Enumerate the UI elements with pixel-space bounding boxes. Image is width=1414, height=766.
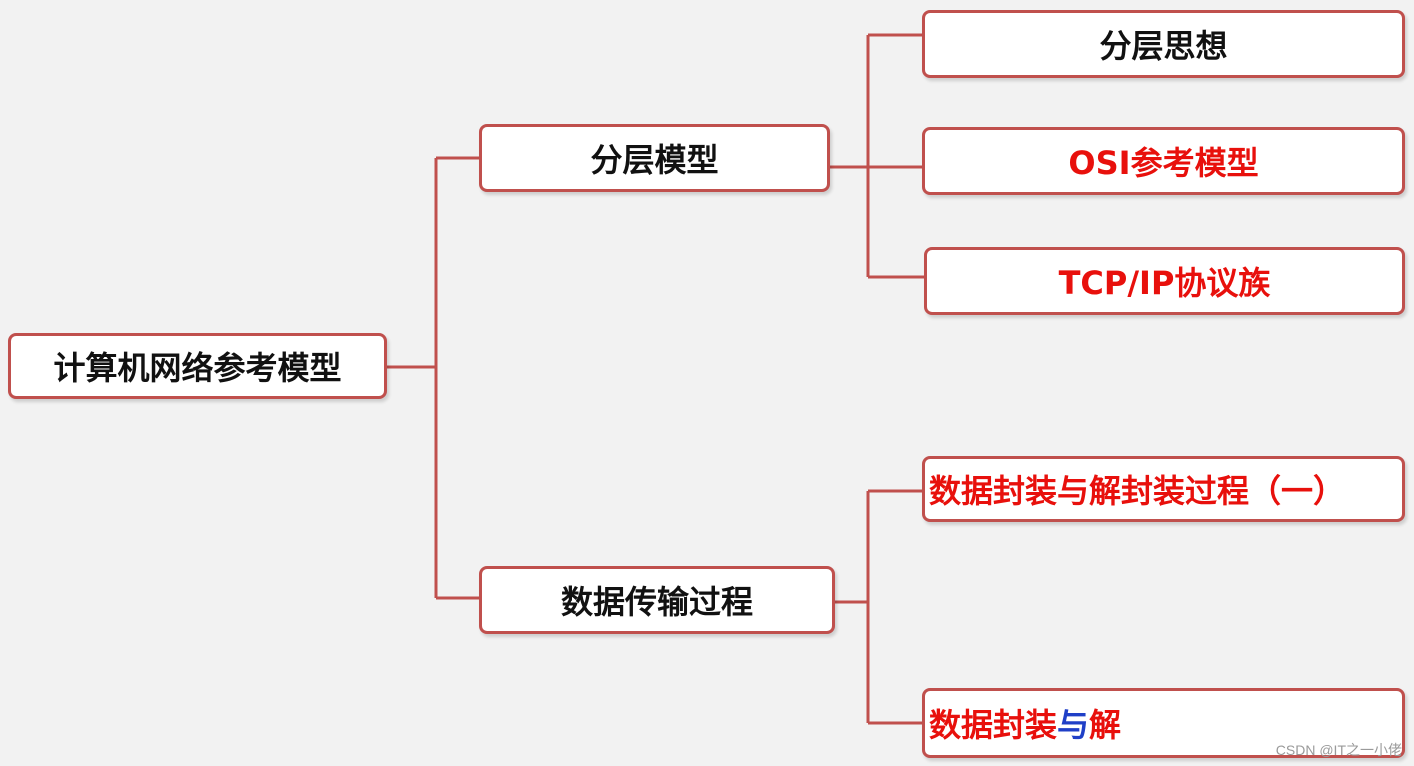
leaf-node-osi-model[interactable]: OSI参考模型: [922, 127, 1405, 195]
branch-node-layered-model[interactable]: 分层模型: [479, 124, 830, 192]
leaf-node-encapsulation-decap[interactable]: 数据封装与解: [922, 688, 1405, 758]
leaf-label-part-decap: 解: [1089, 706, 1122, 744]
leaf-node-layering-idea-label: 分层思想: [1099, 27, 1228, 65]
leaf-node-layering-idea[interactable]: 分层思想: [922, 10, 1405, 78]
root-node-label: 计算机网络参考模型: [53, 349, 342, 387]
leaf-node-tcpip-suite[interactable]: TCP/IP协议族: [924, 247, 1405, 315]
root-node[interactable]: 计算机网络参考模型: [8, 333, 387, 399]
leaf-node-tcpip-suite-label: TCP/IP协议族: [1058, 264, 1271, 302]
branch-node-data-transfer[interactable]: 数据传输过程: [479, 566, 835, 634]
branch-node-layered-model-label: 分层模型: [590, 141, 719, 179]
leaf-label-part-and: 与: [1057, 706, 1090, 744]
watermark-text: CSDN @IT之一小佬: [1275, 742, 1402, 758]
leaf-node-osi-model-label: OSI参考模型: [1068, 144, 1259, 182]
branch-node-data-transfer-label: 数据传输过程: [560, 583, 753, 621]
leaf-node-encapsulation-decap-label: 数据封装与解: [929, 700, 1121, 746]
leaf-node-encapsulation-process-label: 数据封装与解封装过程（一）: [929, 472, 1346, 510]
leaf-node-encapsulation-process[interactable]: 数据封装与解封装过程（一）: [922, 456, 1405, 522]
leaf-label-part-encap: 数据封装: [929, 706, 1058, 744]
